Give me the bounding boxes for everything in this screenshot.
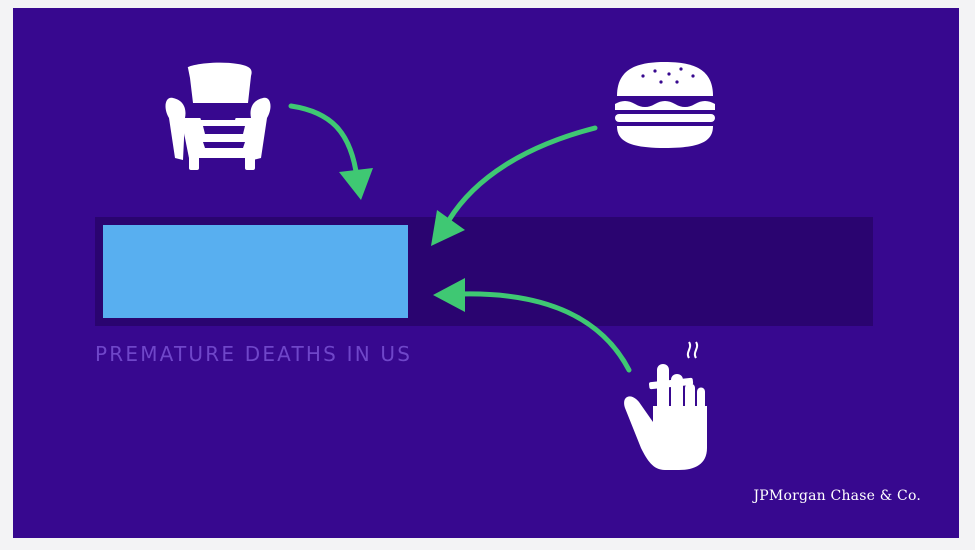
burger-icon	[615, 62, 715, 148]
illustration-layer	[165, 62, 715, 470]
jpmorgan-logo: JPMorgan Chase & Co.	[753, 488, 921, 504]
arrow-from-armchair	[288, 103, 360, 181]
smoking-hand-icon	[624, 341, 707, 470]
arrow-from-smoking	[458, 291, 632, 373]
deaths-bar-track	[95, 217, 873, 326]
bar-label: PREMATURE DEATHS IN US	[95, 342, 413, 366]
deaths-bar-fill	[103, 225, 408, 318]
armchair-icon	[165, 62, 271, 170]
arrowhead-burger	[431, 210, 465, 246]
arrowhead-smoking	[433, 278, 465, 312]
arrow-from-burger	[446, 125, 598, 223]
infographic-frame: PREMATURE DEATHS IN US	[13, 8, 959, 538]
arrowhead-armchair	[339, 168, 373, 200]
